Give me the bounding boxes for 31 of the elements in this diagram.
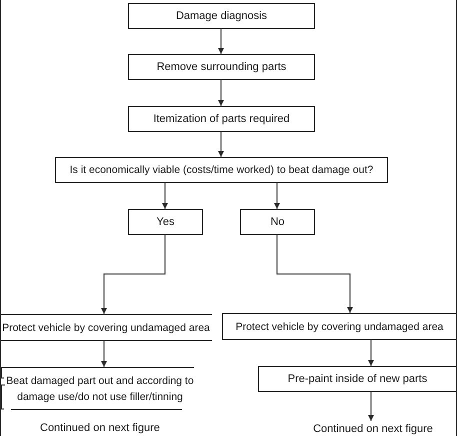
step-text: Beat damaged part out and according to damage use/do not use filler/tinning (5, 374, 195, 404)
process-box (128, 54, 315, 80)
arrow (218, 132, 224, 158)
arrow (101, 340, 107, 368)
answer-text: Yes (156, 215, 174, 230)
answer-box (240, 209, 315, 235)
process-box (128, 106, 315, 132)
answer-text: No (270, 215, 285, 230)
arrow (218, 80, 224, 106)
arrow (368, 340, 374, 366)
arrow (276, 234, 353, 314)
process-box (222, 313, 456, 340)
process-box (0, 314, 212, 341)
step-text: Remove surrounding parts (156, 60, 286, 75)
arrow (274, 182, 280, 210)
step-text: Pre-paint inside of new parts (288, 372, 428, 387)
step-text: Itemization of parts required (153, 112, 290, 127)
question-box (55, 157, 388, 183)
arrow (101, 234, 166, 314)
continuation-text: Continued on next figure (40, 421, 160, 436)
arrow (368, 392, 374, 422)
arrow (218, 28, 224, 54)
step-text: Damage diagnosis (176, 9, 268, 24)
step-text: Protect vehicle by covering undamaged area (2, 320, 210, 336)
process-box (258, 366, 456, 392)
step-text: Protect vehicle by covering undamaged area (236, 320, 444, 334)
arrow (162, 182, 168, 210)
continuation-text: Continued on next figure (306, 421, 440, 436)
process-box (128, 3, 315, 29)
question-text: Is it economically viable (costs/time worked) to beat damage out? (70, 163, 374, 178)
answer-box (128, 209, 203, 235)
